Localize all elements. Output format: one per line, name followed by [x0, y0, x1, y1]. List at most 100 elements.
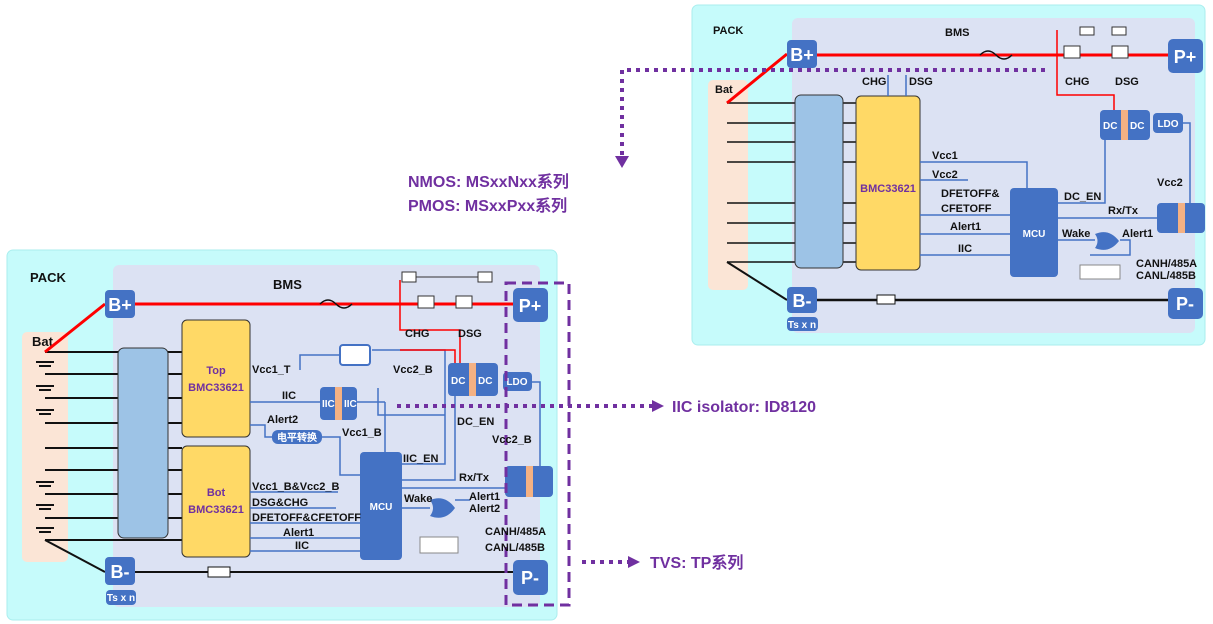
dsg-label: DSG	[1115, 76, 1139, 88]
vcc1-t-label: Vcc1_T	[252, 364, 291, 376]
dsg-chg-label: DSG&CHG	[252, 497, 308, 509]
bot-bmc33621-chip	[181, 445, 251, 558]
b-plus-label: B+	[790, 45, 814, 65]
b-plus-terminal	[105, 290, 135, 318]
bplus-wire	[44, 302, 106, 354]
b-minus-label: B-	[111, 562, 130, 582]
battery-cells	[36, 361, 54, 533]
p-minus-terminal	[513, 560, 548, 595]
canl-label: CANL/485B	[485, 542, 545, 554]
shunt-resistor	[207, 566, 231, 578]
dsg-out-label: DSG	[909, 76, 933, 88]
vcc1b-vcc2b-label: Vcc1_B&Vcc2_B	[252, 481, 340, 493]
iic-isolator-note: IIC isolator: ID8120	[672, 399, 816, 416]
chg-label: CHG	[1065, 76, 1089, 88]
arrow-down-icon	[615, 156, 629, 168]
p-minus-label: P-	[521, 568, 539, 588]
ldo-label: LDO	[1157, 119, 1178, 130]
iic-label: IIC	[958, 243, 972, 255]
mosfet-switches: CHG DSG	[399, 271, 493, 365]
p-minus-terminal	[1168, 288, 1203, 319]
dc-left-label: DC	[1103, 121, 1117, 132]
nmos-note: NMOS: MSxxNxx系列	[408, 172, 569, 191]
or-gate-icon	[430, 498, 455, 518]
ts-label: Ts x n	[788, 320, 816, 331]
chg-out-label: CHG	[862, 76, 886, 88]
arrow-right-icon	[652, 400, 664, 412]
b-minus-terminal	[105, 557, 135, 585]
p-minus-label: P-	[1176, 294, 1194, 314]
dc-en-label: DC_EN	[457, 416, 494, 428]
dc-en-label: DC_EN	[1064, 191, 1101, 203]
optocoupler-bottom	[419, 536, 459, 554]
vcc1-label: Vcc1	[932, 150, 958, 162]
fuse-icon	[319, 299, 353, 309]
dc-right-label: DC	[1130, 121, 1144, 132]
vcc2-label: Vcc2	[932, 169, 958, 181]
bms-label: BMS	[945, 27, 969, 39]
battery-column	[708, 80, 748, 290]
mosfet-switches: CHG DSG	[1056, 26, 1139, 110]
dsg-label: DSG	[458, 328, 482, 340]
p-plus-label: P+	[1174, 47, 1197, 67]
p-plus-label: P+	[519, 296, 542, 316]
iic-en-label: IIC_EN	[403, 453, 439, 465]
tvs-dashed-box	[504, 281, 571, 607]
ldo-block	[1153, 113, 1183, 133]
arrow-right-icon	[628, 556, 640, 568]
vcc2-b-top-label: Vcc2_B	[393, 364, 433, 376]
shunt-resistor	[876, 294, 896, 305]
b-plus-terminal	[787, 40, 817, 68]
dfetoff-label: DFETOFF&	[941, 188, 1000, 200]
mcu-label: MCU	[1023, 229, 1046, 240]
dc-left-label: DC	[451, 376, 465, 387]
bms-panel	[792, 18, 1195, 333]
ldo-block	[503, 372, 532, 391]
bat-label: Bat	[32, 334, 54, 349]
level-shifter-block	[272, 430, 322, 444]
pack-label: PACK	[30, 270, 66, 285]
iic-bot-label: IIC	[295, 540, 309, 552]
iic-iso-right: IIC	[344, 399, 357, 410]
ldo-label: LDO	[506, 377, 527, 388]
top-bmc33621-chip	[181, 319, 251, 438]
pack-label: PACK	[713, 25, 743, 37]
p-plus-terminal	[513, 288, 548, 322]
b-minus-label: B-	[793, 291, 812, 311]
p-plus-terminal	[1168, 39, 1203, 73]
right-pack-diagram: PACK BMS Bat CHG DSG BMC33621 MCU	[691, 4, 1206, 346]
signal-wires	[887, 75, 1191, 256]
optocoupler-top	[339, 344, 371, 366]
chg-label: CHG	[405, 328, 429, 340]
mcu-block	[360, 452, 402, 560]
vcc1-b-label: Vcc1_B	[342, 427, 382, 439]
left-pack-diagram: PACK BMS Bat	[6, 249, 571, 621]
vcc2-iso-label: Vcc2	[1157, 177, 1183, 189]
iso-barrier	[335, 387, 342, 420]
canh-label: CANH/485A	[1136, 258, 1197, 270]
rxtx-label: Rx/Tx	[459, 472, 490, 484]
top-chip-label: Top	[206, 365, 226, 377]
optocoupler	[1079, 264, 1121, 280]
canl-label: CANL/485B	[1136, 270, 1196, 282]
wake-label: Wake	[1062, 228, 1090, 240]
gate-alert1-label: Alert1	[469, 491, 500, 503]
iic-top-label: IIC	[282, 390, 296, 402]
b-minus-terminal	[787, 287, 817, 313]
mcu-label: MCU	[370, 502, 393, 513]
mcu-block	[1010, 188, 1058, 277]
ts-block	[106, 590, 136, 605]
top-chip-model: BMC33621	[188, 382, 244, 394]
gate-alert1-label: Alert1	[1122, 228, 1153, 240]
iic-iso-left: IIC	[322, 399, 335, 410]
canh-label: CANH/485A	[485, 526, 546, 538]
dc-supply-wire	[400, 349, 456, 365]
pmos-note: PMOS: MSxxPxx系列	[408, 196, 567, 215]
level-shifter-label: 电平转换	[277, 431, 318, 444]
bms-label: BMS	[273, 277, 302, 292]
alert2-label: Alert2	[267, 414, 298, 426]
gate-alert2-label: Alert2	[469, 503, 500, 515]
b-plus-label: B+	[108, 295, 132, 315]
bot-chip-label: Bot	[207, 487, 226, 499]
